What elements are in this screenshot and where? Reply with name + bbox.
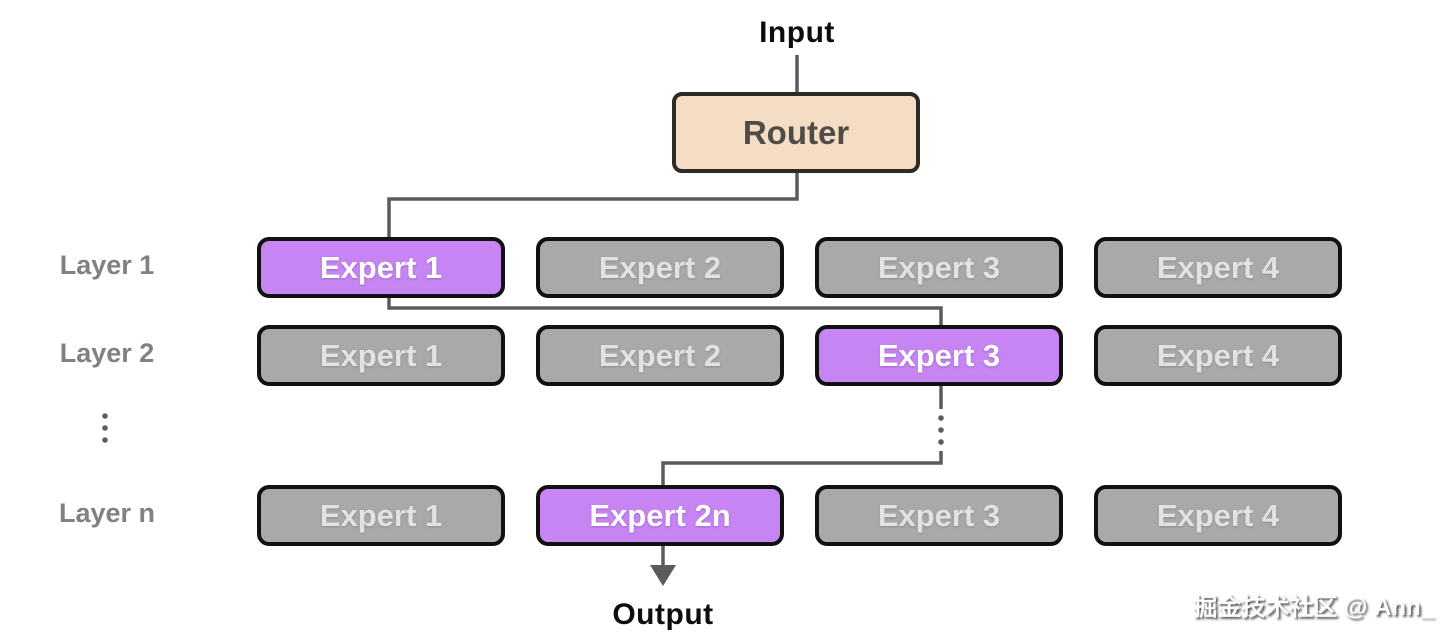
layer1-expert3-node: Expert 3: [815, 237, 1063, 298]
expert-label: Expert 3: [877, 497, 1001, 533]
layer-1-label: Layer 1: [59, 250, 155, 280]
wire-layer1-expert1-to-layer2-expert3: [387, 298, 943, 325]
layer1-expert1-node: Expert 1: [257, 237, 505, 298]
layer2-expert1-node: Expert 1: [257, 325, 505, 386]
layer1-expert4-node: Expert 4: [1094, 237, 1342, 298]
expert-label: Expert 2: [598, 337, 722, 373]
layer-n-label: Layer n: [58, 498, 156, 528]
layern-expert3-node: Expert 3: [815, 485, 1063, 546]
layer-2-expert-row: Expert 1 Expert 2 Expert 3 Expert 4: [257, 325, 1342, 386]
expert-label: Expert 1: [319, 249, 443, 285]
wire-to-layern-expert2n: [661, 451, 943, 485]
router-label: Router: [742, 113, 850, 151]
layer-n-expert-row: Expert 1 Expert 2n Expert 3 Expert 4: [257, 485, 1342, 546]
layern-expert2n-node: Expert 2n: [536, 485, 784, 546]
layer1-expert2-node: Expert 2: [536, 237, 784, 298]
watermark: 掘金技术社区 @ Ann_: [1193, 594, 1434, 621]
layers-ellipsis-dots-icon: [102, 413, 108, 443]
expert-label: Expert 3: [877, 249, 1001, 285]
router-node: Router: [672, 92, 920, 173]
layer2-expert3-node: Expert 3: [815, 325, 1063, 386]
arrow-down-icon: [650, 565, 676, 586]
expert-label: Expert 2: [598, 249, 722, 285]
expert-label: Expert 1: [319, 337, 443, 373]
expert-label: Expert 1: [319, 497, 443, 533]
layer2-expert2-node: Expert 2: [536, 325, 784, 386]
input-label: Input: [759, 16, 835, 49]
expert-label: Expert 4: [1156, 337, 1280, 373]
expert-label: Expert 4: [1156, 249, 1280, 285]
output-label: Output: [612, 598, 714, 631]
route-ellipsis-dots-icon: [938, 415, 944, 445]
layer-1-expert-row: Expert 1 Expert 2 Expert 3 Expert 4: [257, 237, 1342, 298]
layer-2-label: Layer 2: [59, 338, 155, 368]
layern-expert1-node: Expert 1: [257, 485, 505, 546]
layer2-expert4-node: Expert 4: [1094, 325, 1342, 386]
expert-label: Expert 4: [1156, 497, 1280, 533]
expert-label: Expert 2n: [589, 497, 731, 533]
expert-label: Expert 3: [877, 337, 1001, 373]
wire-router-to-layer1-expert1: [387, 173, 799, 237]
layern-expert4-node: Expert 4: [1094, 485, 1342, 546]
